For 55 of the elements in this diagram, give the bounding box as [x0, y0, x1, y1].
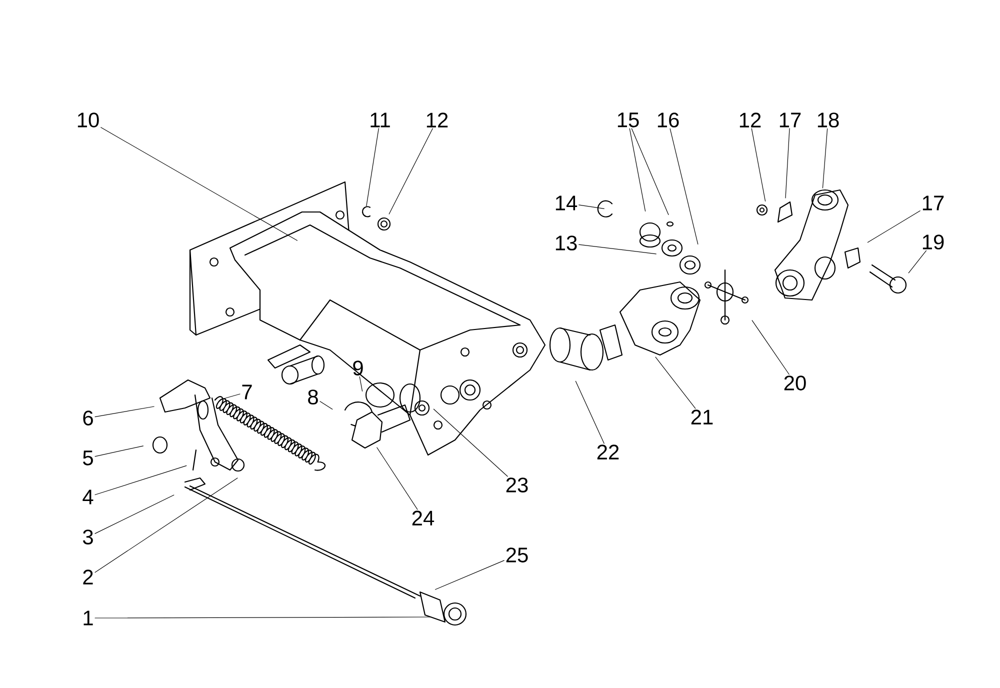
callout-number: 16: [658, 112, 679, 128]
callout-number: 7: [242, 384, 252, 400]
leader-line: [435, 560, 504, 590]
leader-line: [94, 446, 144, 457]
leader-line: [867, 210, 920, 243]
callout-number: 23: [506, 478, 528, 492]
callout-number: 12: [740, 112, 761, 128]
leader-line: [655, 356, 696, 409]
callout-number: 2: [83, 570, 93, 584]
leader-line: [670, 128, 698, 244]
callout-number: 20: [784, 376, 806, 390]
callout-number: 24: [412, 510, 434, 526]
leader-line: [94, 494, 174, 534]
callout-number: 12: [426, 112, 448, 128]
leader-line: [575, 380, 604, 444]
callout-number: 22: [597, 444, 619, 460]
callout-number: 13: [556, 236, 577, 250]
leader-line: [94, 478, 238, 573]
callout-number: 4: [82, 490, 94, 504]
leader-line: [785, 128, 790, 198]
callout-number: 10: [78, 112, 99, 128]
leader-line: [433, 408, 508, 477]
callout-number: 15: [618, 112, 639, 128]
callout-number: 25: [506, 548, 528, 562]
callout-number: 17: [922, 196, 944, 210]
callout-number: 14: [556, 196, 578, 210]
leader-line: [100, 127, 298, 241]
leader-line: [320, 401, 333, 410]
leader-line: [822, 128, 828, 188]
leader-line: [376, 447, 418, 510]
leader-line: [220, 394, 240, 400]
callout-number: 6: [83, 410, 93, 426]
leader-line: [388, 128, 433, 214]
callout-number: 21: [691, 410, 713, 424]
callout-number: 18: [818, 112, 839, 128]
callout-number: 3: [82, 530, 93, 544]
callout-number: 9: [353, 360, 363, 376]
callout-number: 5: [83, 450, 93, 466]
leader-line: [94, 616, 432, 618]
callout-number: 19: [922, 234, 944, 250]
leader-line: [94, 465, 187, 496]
leader-line: [629, 128, 646, 212]
callout-number: 17: [780, 112, 801, 128]
leader-line: [578, 244, 656, 254]
callout-number: 1: [84, 610, 93, 626]
leader-line: [631, 128, 669, 215]
leader-line: [94, 406, 154, 418]
leader-line: [908, 250, 926, 274]
leader-line: [751, 128, 766, 202]
leader-line: [359, 376, 363, 392]
callout-number: 11: [370, 112, 390, 128]
callout-number: 8: [308, 390, 318, 404]
leader-line: [752, 320, 790, 375]
leader-line: [366, 128, 379, 206]
leader-line: [578, 204, 604, 209]
